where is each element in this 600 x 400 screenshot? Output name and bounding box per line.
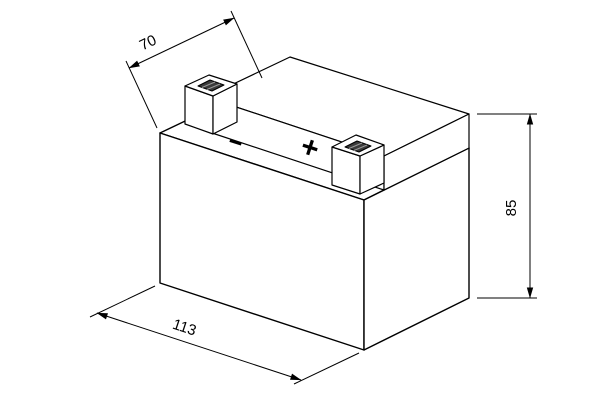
dimension-depth: 70	[125, 10, 263, 129]
dimension-label-depth: 70	[137, 32, 159, 55]
dimension-label-height: 85	[503, 200, 520, 217]
negative-terminal-hole-hatch	[201, 81, 221, 90]
depth-extension-line-front	[125, 60, 158, 129]
positive-terminal	[331, 134, 385, 195]
depth-dimension-line	[128, 17, 235, 69]
depth-extension-line-back	[230, 10, 263, 79]
length-extension-line-left	[89, 285, 156, 318]
positive-terminal-hole-hatch	[348, 142, 368, 151]
dimension-height: 85	[477, 113, 537, 299]
length-extension-line-right	[293, 352, 360, 385]
length-dimension-line	[96, 312, 302, 381]
dimension-length: 113	[89, 285, 360, 385]
negative-terminal	[184, 74, 238, 135]
dimension-label-length: 113	[170, 316, 198, 340]
